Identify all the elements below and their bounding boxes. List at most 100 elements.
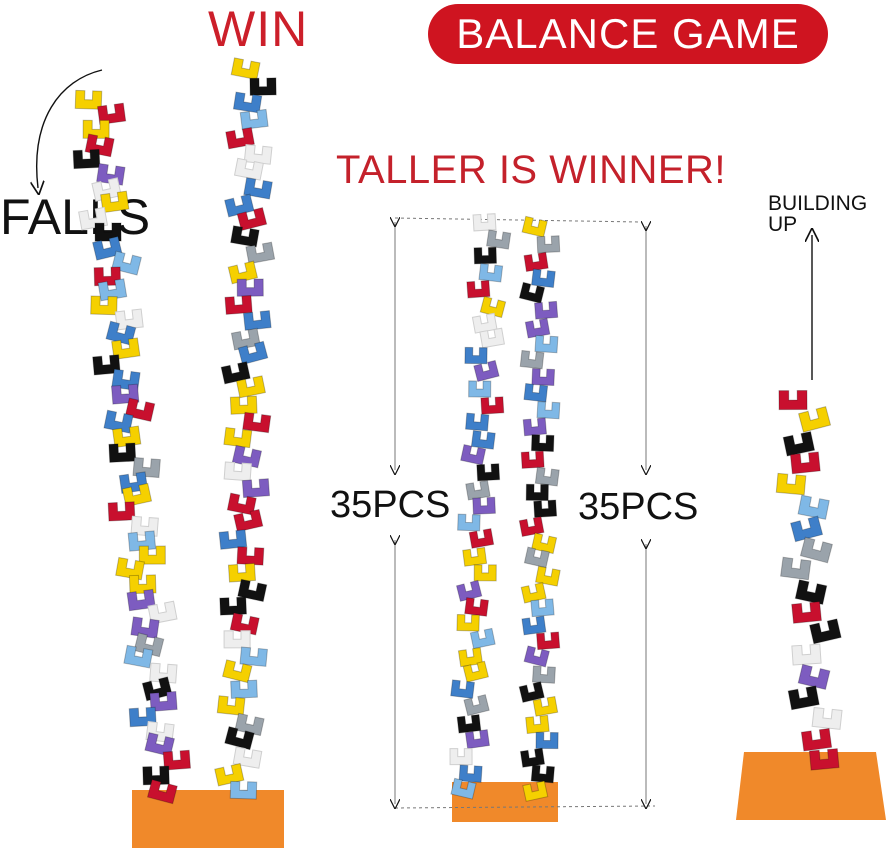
tower-piece [450,777,477,800]
tower-piece [111,337,141,360]
tower-piece [219,596,247,616]
tower-piece [224,725,255,751]
tower-piece [456,714,482,734]
baseplate-right [736,752,886,820]
tower-piece [127,530,157,552]
piece-count-left: 35PCS [330,484,451,526]
tagline: TALLER IS WINNER! [336,148,727,192]
piece-count-right: 35PCS [578,486,699,528]
tower-piece [100,190,130,214]
tower-piece [237,340,269,366]
tower-piece [478,262,504,283]
tower-piece [226,492,257,516]
tower-piece [778,389,808,411]
tower-piece [465,412,490,432]
tower-piece [464,346,488,365]
tower-piece [464,597,490,617]
tower-piece [468,528,495,549]
tower-piece [227,562,257,583]
tower-piece [229,395,258,415]
tower-piece [800,727,833,752]
tower-piece [797,405,832,433]
tower-piece [530,764,556,784]
tower-piece [470,429,496,450]
tower-piece [450,679,476,699]
tower-piece [232,91,263,114]
tower-piece [232,746,263,769]
tower-piece [466,279,491,299]
tower-piece [523,382,549,403]
tower-piece [518,681,545,704]
tower-piece [469,627,496,650]
tower-piece [90,295,118,316]
tower-piece [480,396,505,415]
tower-piece [245,241,276,265]
tower-piece [108,442,137,463]
tower-piece [223,630,251,649]
tower-piece [144,731,176,757]
falls-arrow [37,69,103,188]
balance-game-banner: BALANCE GAME [428,4,828,64]
tower-piece [782,431,816,457]
tower-piece [523,645,550,668]
tower-piece [214,762,245,787]
tower-piece [789,515,824,543]
tower-piece [531,532,558,555]
tower-piece [479,327,505,349]
tower-piece [473,564,497,582]
tower-piece [534,466,560,487]
tower-piece [128,574,157,595]
tower-piece [479,295,507,319]
building-tower [775,389,843,771]
tower-piece [518,281,546,304]
tower-piece [521,215,548,238]
tower-piece [791,643,822,666]
tower-piece [518,516,545,538]
tower-piece [794,579,828,605]
tower-piece [236,278,264,297]
measured-tower-right [518,215,561,802]
tower-piece [149,662,178,684]
tower-piece [220,361,251,385]
tower-piece [532,695,559,717]
tower-piece [242,411,272,434]
tower-piece [229,780,258,800]
tower-piece [229,612,260,636]
tower-piece [524,317,551,339]
measurement-guides [395,218,656,808]
win-label: WIN [208,1,309,57]
tower-piece [533,499,558,518]
tower-piece [138,545,166,565]
tower-piece [530,268,556,289]
tower-piece [471,312,498,334]
tower-piece [223,426,253,449]
tower-piece [808,618,842,645]
tower-piece [486,229,512,250]
tower-piece [472,496,496,515]
tower-piece [221,659,253,684]
tower-piece [535,731,559,750]
tower-piece [468,380,492,398]
tower-piece [534,300,559,320]
tower-piece [233,157,264,181]
tower-piece [525,714,550,735]
tower-piece [463,694,490,717]
tower-piece [242,310,272,331]
tower-piece [114,308,144,331]
tower-piece [462,660,490,683]
tower-piece [534,334,559,354]
tower-piece [225,126,255,150]
tower-piece [94,222,122,242]
tower-piece [789,451,821,475]
tower-piece [456,613,480,632]
tower-piece [92,235,123,261]
tower-piece [121,482,153,508]
tower-piece [449,748,473,766]
tower-piece [72,148,101,170]
tower-piece [531,665,556,684]
tower-piece [522,780,549,802]
building-up-label: BUILDING UP [768,192,868,236]
tower-piece [457,513,481,532]
tower-piece [234,712,265,737]
tower-piece [239,646,268,667]
